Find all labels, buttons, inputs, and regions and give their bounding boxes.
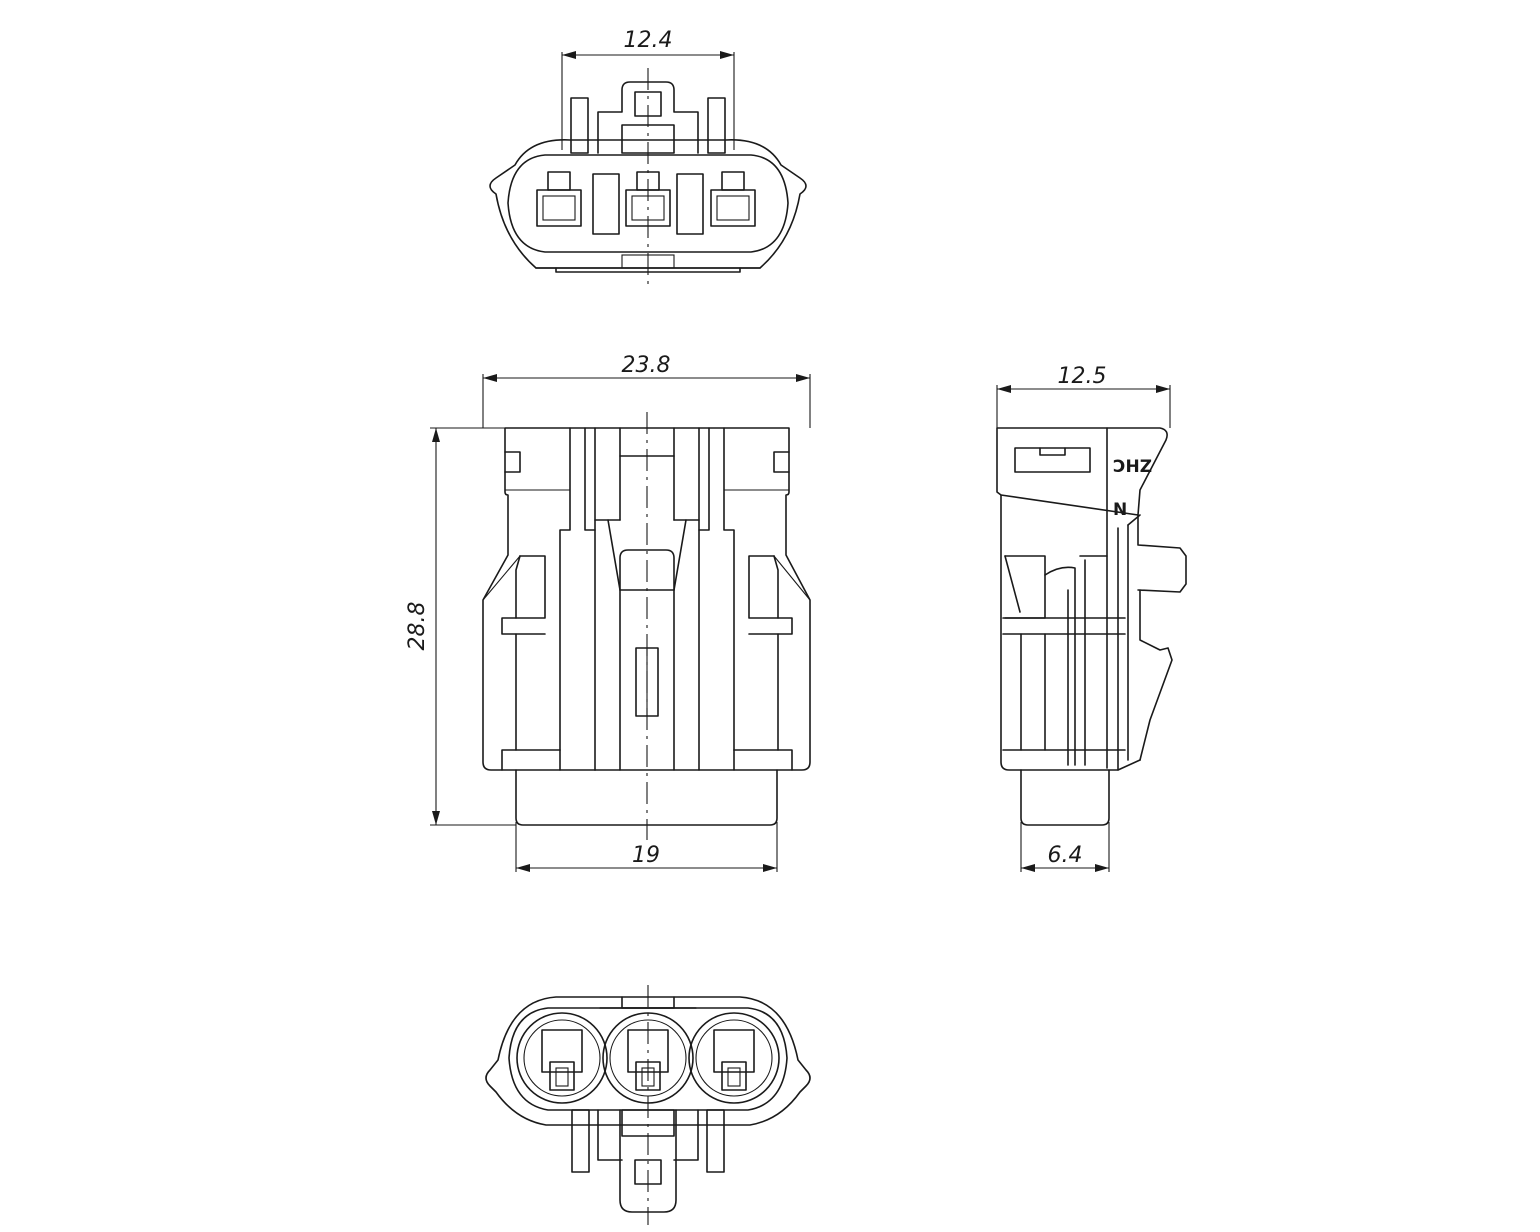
side-width-dimension: 12.5: [996, 364, 1171, 428]
top-view: 12.4: [489, 28, 807, 288]
top-width-label: 12.4: [624, 28, 673, 53]
front-width-dimension: 23.8: [482, 353, 811, 428]
side-letter-mark: N: [1113, 500, 1127, 520]
side-base-label: 6.4: [1048, 843, 1083, 868]
bottom-view: [485, 985, 811, 1225]
front-base-dimension: 19: [515, 822, 778, 872]
front-base-label: 19: [632, 843, 660, 868]
side-base-dimension: 6.4: [1020, 822, 1110, 872]
side-brand-mark: ƆHZ: [1113, 457, 1152, 477]
top-width-dimension: 12.4: [561, 28, 735, 150]
front-height-label: 28.8: [405, 602, 430, 651]
side-view: 12.5 6.4 ƆHZ N: [996, 364, 1187, 872]
front-width-label: 23.8: [622, 353, 671, 378]
side-width-label: 12.5: [1058, 364, 1107, 389]
front-height-dimension: 28.8: [405, 427, 516, 826]
front-view: 23.8 28.8 19: [405, 353, 811, 872]
